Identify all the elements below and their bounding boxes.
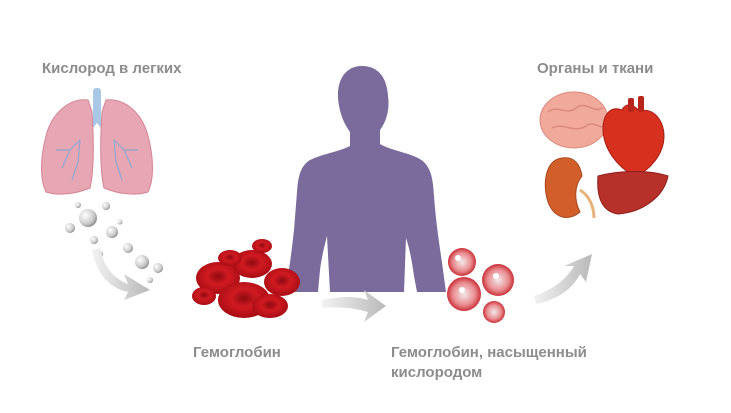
arrow-lungs-to-hemoglobin <box>92 248 150 300</box>
hemoglobin-label: Гемоглобин <box>193 344 281 361</box>
arrow-to-organs <box>534 254 592 304</box>
oxyhemoglobin-label: Гемоглобин, насыщенный кислородом <box>391 344 587 381</box>
kidney-icon <box>544 157 596 219</box>
lungs-illustration <box>41 88 153 195</box>
red-blood-cells <box>192 239 300 318</box>
arrow-hemoglobin-to-oxyhemoglobin <box>322 290 386 322</box>
lungs-oxygen-label: Кислород в легких <box>42 60 182 77</box>
human-body-silhouette <box>286 66 446 292</box>
organs-tissues-label: Органы и ткани <box>537 60 654 77</box>
oxygenated-red-blood-cells <box>447 248 514 323</box>
brain-icon <box>539 91 609 149</box>
heart-icon <box>602 96 665 177</box>
liver-icon <box>597 171 669 215</box>
organs-illustration <box>539 91 669 219</box>
oxygen-bubbles <box>65 202 163 283</box>
